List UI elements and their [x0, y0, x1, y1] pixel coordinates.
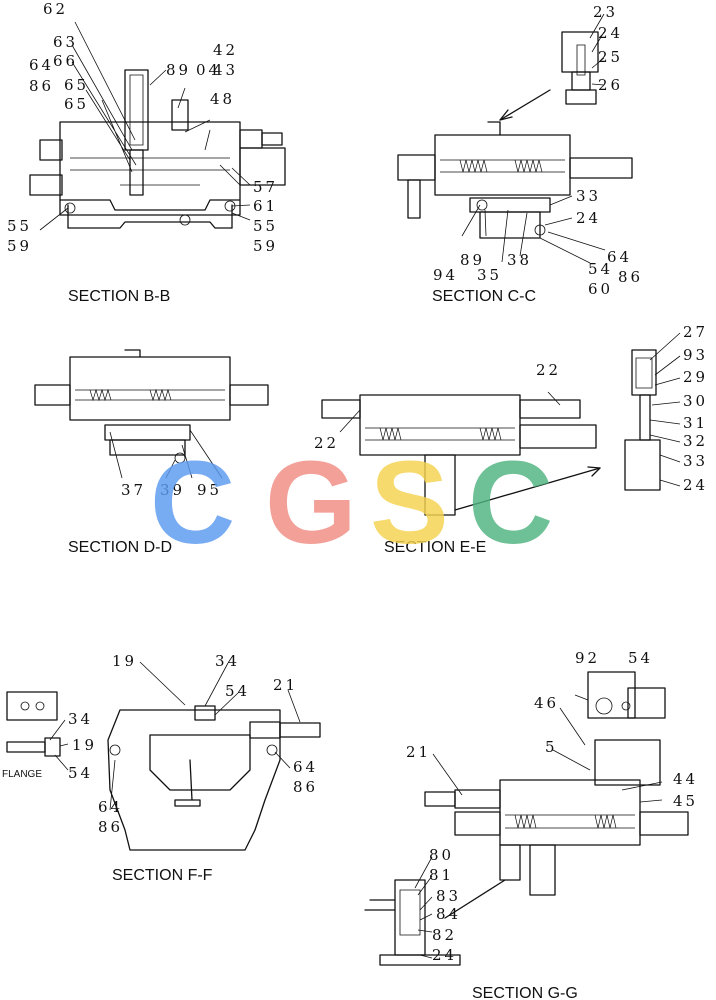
part-64fb: 64: [98, 798, 123, 816]
part-64: 64: [29, 56, 54, 74]
part-54g: 54: [628, 649, 653, 667]
part-19b: 19: [72, 736, 97, 754]
section-g-g-label: SECTION G-G: [472, 985, 578, 1000]
part-86fb: 86: [98, 818, 123, 836]
part-21: 21: [273, 676, 298, 694]
watermark-letter-c: C: [150, 437, 235, 569]
part-54fb: 54: [68, 764, 93, 782]
part-64c: 64: [607, 248, 632, 266]
part-60: 60: [588, 280, 613, 298]
part-86f: 86: [293, 778, 318, 796]
part-38: 38: [507, 251, 532, 269]
part-37: 37: [121, 481, 146, 499]
flange-label: FLANGE: [2, 769, 42, 780]
watermark-letter-s: S: [370, 437, 449, 569]
part-95: 95: [197, 481, 222, 499]
part-86c: 86: [618, 268, 643, 286]
part-43: 43: [213, 61, 238, 79]
part-48: 48: [210, 90, 235, 108]
part-89: 89: [166, 61, 191, 79]
part-24e: 24: [683, 476, 708, 494]
cgsc-watermark: C G S C: [150, 437, 553, 569]
part-24g: 24: [432, 946, 457, 964]
part-26: 26: [598, 76, 623, 94]
part-30: 30: [683, 392, 708, 410]
part-84: 84: [436, 905, 461, 923]
part-82: 82: [432, 926, 457, 944]
section-f-f-drawing: [6, 661, 321, 851]
watermark-letter-c2: C: [468, 437, 553, 569]
part-86: 86: [29, 77, 54, 95]
part-21g: 21: [406, 743, 431, 761]
part-62: 62: [43, 0, 68, 18]
part-27: 27: [683, 323, 708, 341]
part-54f: 54: [225, 682, 250, 700]
part-54c: 54: [588, 260, 613, 278]
part-59: 59: [253, 237, 278, 255]
section-f-f-label: SECTION F-F: [112, 867, 213, 884]
part-93: 93: [683, 346, 708, 364]
part-44: 44: [673, 770, 698, 788]
part-59b: 59: [7, 237, 32, 255]
part-29: 29: [683, 368, 708, 386]
part-35: 35: [477, 266, 502, 284]
section-g-g-drawing: [364, 671, 689, 966]
part-64f: 64: [293, 758, 318, 776]
part-63: 63: [53, 33, 78, 51]
section-e-e-drawing: [321, 332, 681, 516]
section-e-e-label: SECTION E-E: [384, 539, 486, 556]
section-d-d-label: SECTION D-D: [68, 539, 172, 556]
part-57: 57: [253, 178, 278, 196]
section-c-c-label: SECTION C-C: [432, 288, 536, 305]
part-33e: 33: [683, 452, 708, 470]
part-92: 92: [575, 649, 600, 667]
part-5: 5: [545, 738, 558, 756]
part-81: 81: [429, 866, 454, 884]
part-24: 24: [598, 24, 623, 42]
part-83: 83: [436, 887, 461, 905]
part-22b: 22: [536, 361, 561, 379]
section-c-c-drawing: [397, 13, 633, 264]
part-19: 19: [112, 652, 137, 670]
part-04: 04: [196, 61, 221, 79]
part-46: 46: [534, 694, 559, 712]
part-65b: 65: [64, 95, 89, 113]
part-34b: 34: [68, 710, 93, 728]
part-34: 34: [215, 652, 240, 670]
part-23: 23: [593, 3, 618, 21]
part-94: 94: [433, 266, 458, 284]
part-66: 66: [53, 52, 78, 70]
part-24b: 24: [576, 209, 601, 227]
section-b-b-drawing: [29, 21, 286, 231]
part-39: 39: [160, 481, 185, 499]
part-33: 33: [576, 187, 601, 205]
watermark-letter-g: G: [265, 437, 357, 569]
part-80: 80: [429, 846, 454, 864]
section-b-b-label: SECTION B-B: [68, 288, 170, 305]
part-31: 31: [683, 414, 708, 432]
part-89c: 89: [460, 251, 485, 269]
part-55: 55: [253, 217, 278, 235]
part-32: 32: [683, 432, 708, 450]
part-42: 42: [213, 41, 238, 59]
part-61: 61: [253, 197, 278, 215]
section-d-d-drawing: [34, 349, 269, 479]
part-25: 25: [598, 48, 623, 66]
part-65: 65: [64, 76, 89, 94]
part-45: 45: [673, 792, 698, 810]
part-55b: 55: [7, 217, 32, 235]
part-22: 22: [314, 434, 339, 452]
